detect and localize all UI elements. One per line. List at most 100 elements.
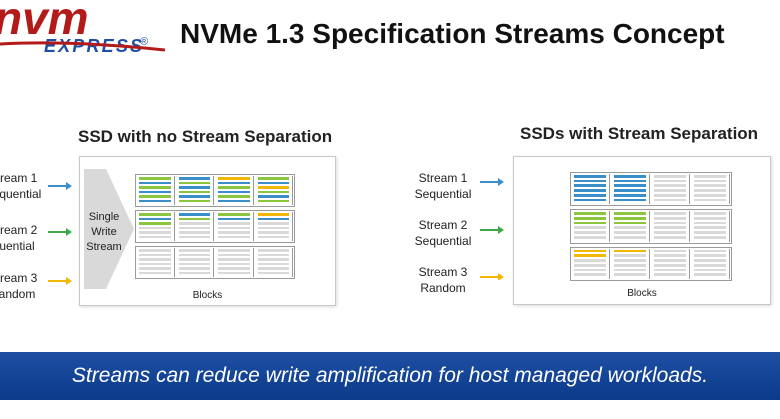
left-page-stripe: [139, 249, 171, 252]
right-page-stripe: [574, 212, 606, 216]
left-page-stripe: [139, 177, 171, 180]
left-page-stripe: [257, 222, 289, 225]
left-stream-3-label: tream 3 andom: [0, 270, 42, 302]
left-page-cell: [256, 212, 293, 241]
right-page-stripe: [614, 198, 646, 202]
left-page-stripe: [218, 186, 250, 189]
left-page-stripe: [139, 226, 171, 229]
right-page-stripe: [574, 231, 606, 234]
right-page-stripe: [614, 249, 646, 253]
right-page-stripe: [654, 249, 686, 253]
left-page-stripe: [139, 258, 171, 261]
single-write-line-3: Stream: [86, 241, 122, 253]
right-page-stripe: [614, 175, 646, 178]
right-page-stripe: [614, 235, 646, 239]
left-page-stripe: [218, 177, 250, 180]
right-page-stripe: [614, 273, 646, 276]
right-page-stripe: [694, 235, 726, 239]
left-page-stripe: [178, 267, 210, 270]
right-stream-2-name: Stream 2: [418, 218, 468, 232]
right-page-stripe: [614, 212, 646, 216]
left-page-stripe: [139, 253, 171, 256]
right-page-cell: [612, 174, 650, 205]
single-write-line-1: Single: [88, 211, 120, 223]
left-page-stripe: [139, 186, 171, 189]
left-page-stripe: [178, 258, 210, 261]
left-page-stripe: [257, 267, 289, 270]
left-page-cell: [256, 176, 293, 205]
left-page-stripe: [139, 190, 171, 193]
left-page-cell: [216, 176, 254, 205]
left-page-stripe: [178, 231, 210, 234]
left-page-stripe: [218, 267, 250, 270]
right-block-row-3: [570, 246, 732, 281]
right-page-stripe: [654, 221, 686, 225]
right-blocks-label: Blocks: [627, 288, 657, 299]
right-page-stripe: [654, 254, 686, 258]
right-page-stripe: [694, 189, 726, 192]
right-page-stripe: [654, 179, 686, 183]
right-page-cell: [692, 211, 730, 242]
right-page-stripe: [654, 175, 686, 178]
right-page-stripe: [654, 226, 686, 230]
left-page-cell: [256, 248, 293, 277]
right-page-stripe: [614, 226, 646, 230]
right-page-stripe: [574, 221, 606, 225]
right-page-cell: [652, 211, 690, 242]
right-page-stripe: [614, 263, 646, 267]
right-page-stripe: [694, 193, 726, 197]
right-page-stripe: [654, 273, 686, 276]
left-page-stripe: [257, 258, 289, 261]
left-page-stripe: [139, 235, 171, 238]
right-page-stripe: [614, 189, 646, 192]
left-page-stripe: [257, 190, 289, 193]
right-panel-title: SSDs with Stream Separation: [520, 124, 759, 143]
left-page-cell: [137, 212, 175, 241]
left-page-stripe: [178, 226, 210, 229]
right-page-stripe: [574, 184, 606, 188]
left-page-stripe: [178, 249, 210, 252]
left-page-stripe: [257, 177, 289, 180]
right-page-stripe: [694, 268, 726, 272]
left-stream-1-type: equential: [0, 187, 42, 201]
right-page-stripe: [694, 175, 726, 178]
left-page-stripe: [139, 222, 171, 225]
right-page-stripe: [574, 226, 606, 230]
right-stream-1-name: Stream 1: [418, 171, 468, 185]
left-page-stripe: [178, 195, 210, 198]
right-page-stripe: [694, 198, 726, 202]
right-page-stripe: [574, 235, 606, 239]
left-page-stripe: [139, 195, 171, 198]
left-page-cell: [177, 248, 214, 277]
right-page-stripe: [574, 263, 606, 267]
right-page-stripe: [614, 193, 646, 197]
right-page-cell: [572, 211, 610, 242]
left-page-stripe: [218, 253, 250, 256]
right-page-stripe: [654, 231, 686, 234]
right-stream-2-type: Sequential: [414, 234, 472, 248]
left-page-stripe: [139, 181, 171, 184]
left-page-stripe: [257, 213, 289, 216]
right-page-stripe: [574, 179, 606, 183]
right-page-cell: [692, 174, 730, 205]
right-page-stripe: [614, 184, 646, 188]
left-stream-3-type: andom: [0, 287, 36, 301]
left-page-stripe: [218, 226, 250, 229]
left-page-stripe: [178, 262, 210, 265]
left-page-stripe: [139, 231, 171, 234]
left-page-cell: [177, 176, 214, 205]
left-page-stripe: [139, 213, 171, 216]
logo-express-text: EXPRESS: [44, 36, 142, 56]
right-page-stripe: [694, 249, 726, 253]
left-page-stripe: [218, 217, 250, 220]
right-page-stripe: [694, 231, 726, 234]
left-stream-1-label: tream 1 equential: [0, 170, 42, 202]
left-page-stripe: [218, 249, 250, 252]
right-page-stripe: [654, 259, 686, 262]
left-page-stripe: [257, 199, 289, 202]
left-page-stripe: [178, 190, 210, 193]
left-blocks-label: Blocks: [192, 290, 223, 301]
right-page-stripe: [574, 273, 606, 276]
left-page-stripe: [257, 226, 289, 229]
left-stream-1-arrow: [48, 182, 72, 190]
